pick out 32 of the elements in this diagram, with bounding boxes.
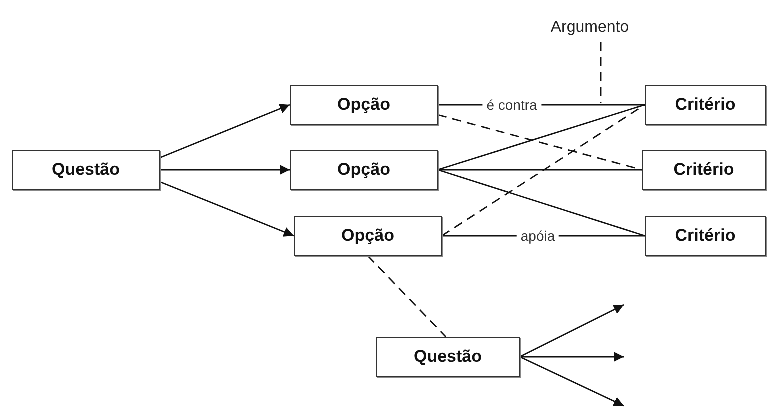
node-box xyxy=(645,85,766,125)
node-label: Argumento xyxy=(550,19,630,37)
connector-line xyxy=(438,169,642,171)
arrow xyxy=(160,181,294,237)
node-label: Opção xyxy=(338,95,390,115)
connector-line xyxy=(438,169,646,237)
leader-line xyxy=(600,42,602,103)
node-label: Critério xyxy=(674,160,734,180)
node-label: Opção xyxy=(342,226,394,246)
edge-label: apóia xyxy=(516,228,560,244)
arrow xyxy=(520,356,624,407)
connector-line xyxy=(438,114,642,171)
node-label: Critério xyxy=(675,95,736,115)
arrow xyxy=(160,104,290,159)
node-box xyxy=(12,150,160,190)
node-box xyxy=(294,216,442,256)
node-box xyxy=(642,150,766,190)
node-box xyxy=(290,150,438,190)
arrow xyxy=(160,165,290,175)
node-box xyxy=(290,85,438,125)
arrow xyxy=(520,304,624,358)
node-label: Questão xyxy=(52,160,120,180)
node-box xyxy=(645,216,766,256)
connector-line xyxy=(442,104,646,237)
node-box xyxy=(376,337,520,377)
connector-line xyxy=(438,104,646,171)
node-label: Opção xyxy=(338,160,390,180)
arrow xyxy=(520,352,624,362)
node-label: Critério xyxy=(675,226,736,246)
edge-label: é contra xyxy=(482,97,542,113)
node-label: Questão xyxy=(414,347,482,367)
connector-line xyxy=(368,256,446,338)
